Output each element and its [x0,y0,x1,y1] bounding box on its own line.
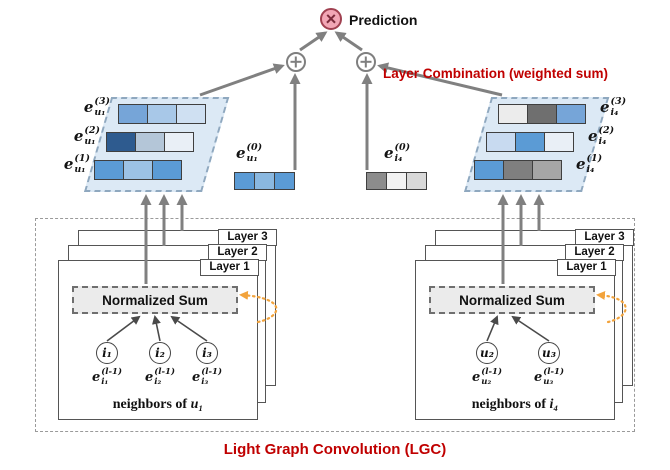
embedding-label-u1-0: e(0)u₁ [236,142,263,164]
node-u2: u₂ [476,342,498,364]
embedding-cell [164,132,194,152]
arrow-plusright-to-prediction [334,31,363,52]
embedding-cell [152,160,182,180]
embedding-cell [544,132,574,152]
layer-tab: Layer 3 [575,229,634,247]
embedding-cell [527,104,557,124]
embedding-row-u1-3 [118,104,206,124]
arrow-leftstack-to-plusleft [199,63,285,97]
layer-tab: Layer 3 [218,229,277,247]
embedding-cell [254,172,275,190]
embedding-label-i4-2: e(2)i₄ [588,125,615,147]
node-u3: u₃ [538,342,560,364]
node-i3: i₃ [196,342,218,364]
embedding-cell [556,104,586,124]
embedding-label-u1-2: e(2)u₁ [73,125,100,147]
neighbors-label-u1: neighbors of u₁ [112,397,204,412]
embedding-cell [366,172,387,190]
embedding-row-i4-1 [474,160,562,180]
node-embedding-label-i2: e(l-1)i₂ [145,367,175,387]
embedding-row-u1-2 [106,132,194,152]
layer-combination-label: Layer Combination (weighted sum) [383,66,609,81]
embedding-label-u1-1: e(1)u₁ [63,153,90,175]
normalized-sum-right: Normalized Sum [429,286,595,314]
embedding-cell [234,172,255,190]
embedding-cell [406,172,427,190]
embedding-label-i4-3: e(3)i₄ [600,96,627,118]
embedding-cell [486,132,516,152]
normalized-sum-left: Normalized Sum [72,286,238,314]
node-embedding-label-u3: e(l-1)u₃ [534,367,564,387]
embedding-row-i4-0 [366,172,427,190]
prediction-label: Prediction [349,12,418,28]
prediction-otimes-icon [320,8,342,30]
layer-tab: Layer 1 [557,259,616,277]
oplus-left-icon [286,52,306,72]
node-embedding-label-i1: e(l-1)i₁ [92,367,122,387]
layer-box-left-1: Layer 1 [58,259,259,420]
embedding-cell [474,160,504,180]
embedding-cell [176,104,206,124]
embedding-label-u1-3: e(3)u₁ [83,96,110,118]
embedding-row-i4-2 [486,132,574,152]
node-embedding-label-u2: e(l-1)u₂ [472,367,502,387]
embedding-cell [532,160,562,180]
embedding-row-u1-0 [234,172,295,190]
oplus-right-icon [356,52,376,72]
embedding-cell [503,160,533,180]
embedding-row-i4-3 [498,104,586,124]
embedding-cell [135,132,165,152]
embedding-cell [386,172,407,190]
node-i1: i₁ [96,342,118,364]
embedding-cell [123,160,153,180]
embedding-cell [498,104,528,124]
lgc-title: Light Graph Convolution (LGC) [223,441,447,458]
embedding-cell [118,104,148,124]
layer-box-right-1: Layer 1 [415,259,616,420]
embedding-cell [515,132,545,152]
embedding-label-i4-0: e(0)i₄ [384,142,411,164]
layer-tab: Layer 1 [200,259,259,277]
embedding-cell [94,160,124,180]
embedding-cell [147,104,177,124]
embedding-row-u1-1 [94,160,182,180]
node-i2: i₂ [149,342,171,364]
embedding-label-i4-1: e(1)i₄ [576,153,603,175]
embedding-cell [274,172,295,190]
layer-tab: Layer 2 [565,244,624,262]
arrow-plusleft-to-prediction [299,31,328,52]
embedding-cell [106,132,136,152]
neighbors-label-i4: neighbors of i₄ [471,397,559,412]
node-embedding-label-i3: e(l-1)i₃ [192,367,222,387]
